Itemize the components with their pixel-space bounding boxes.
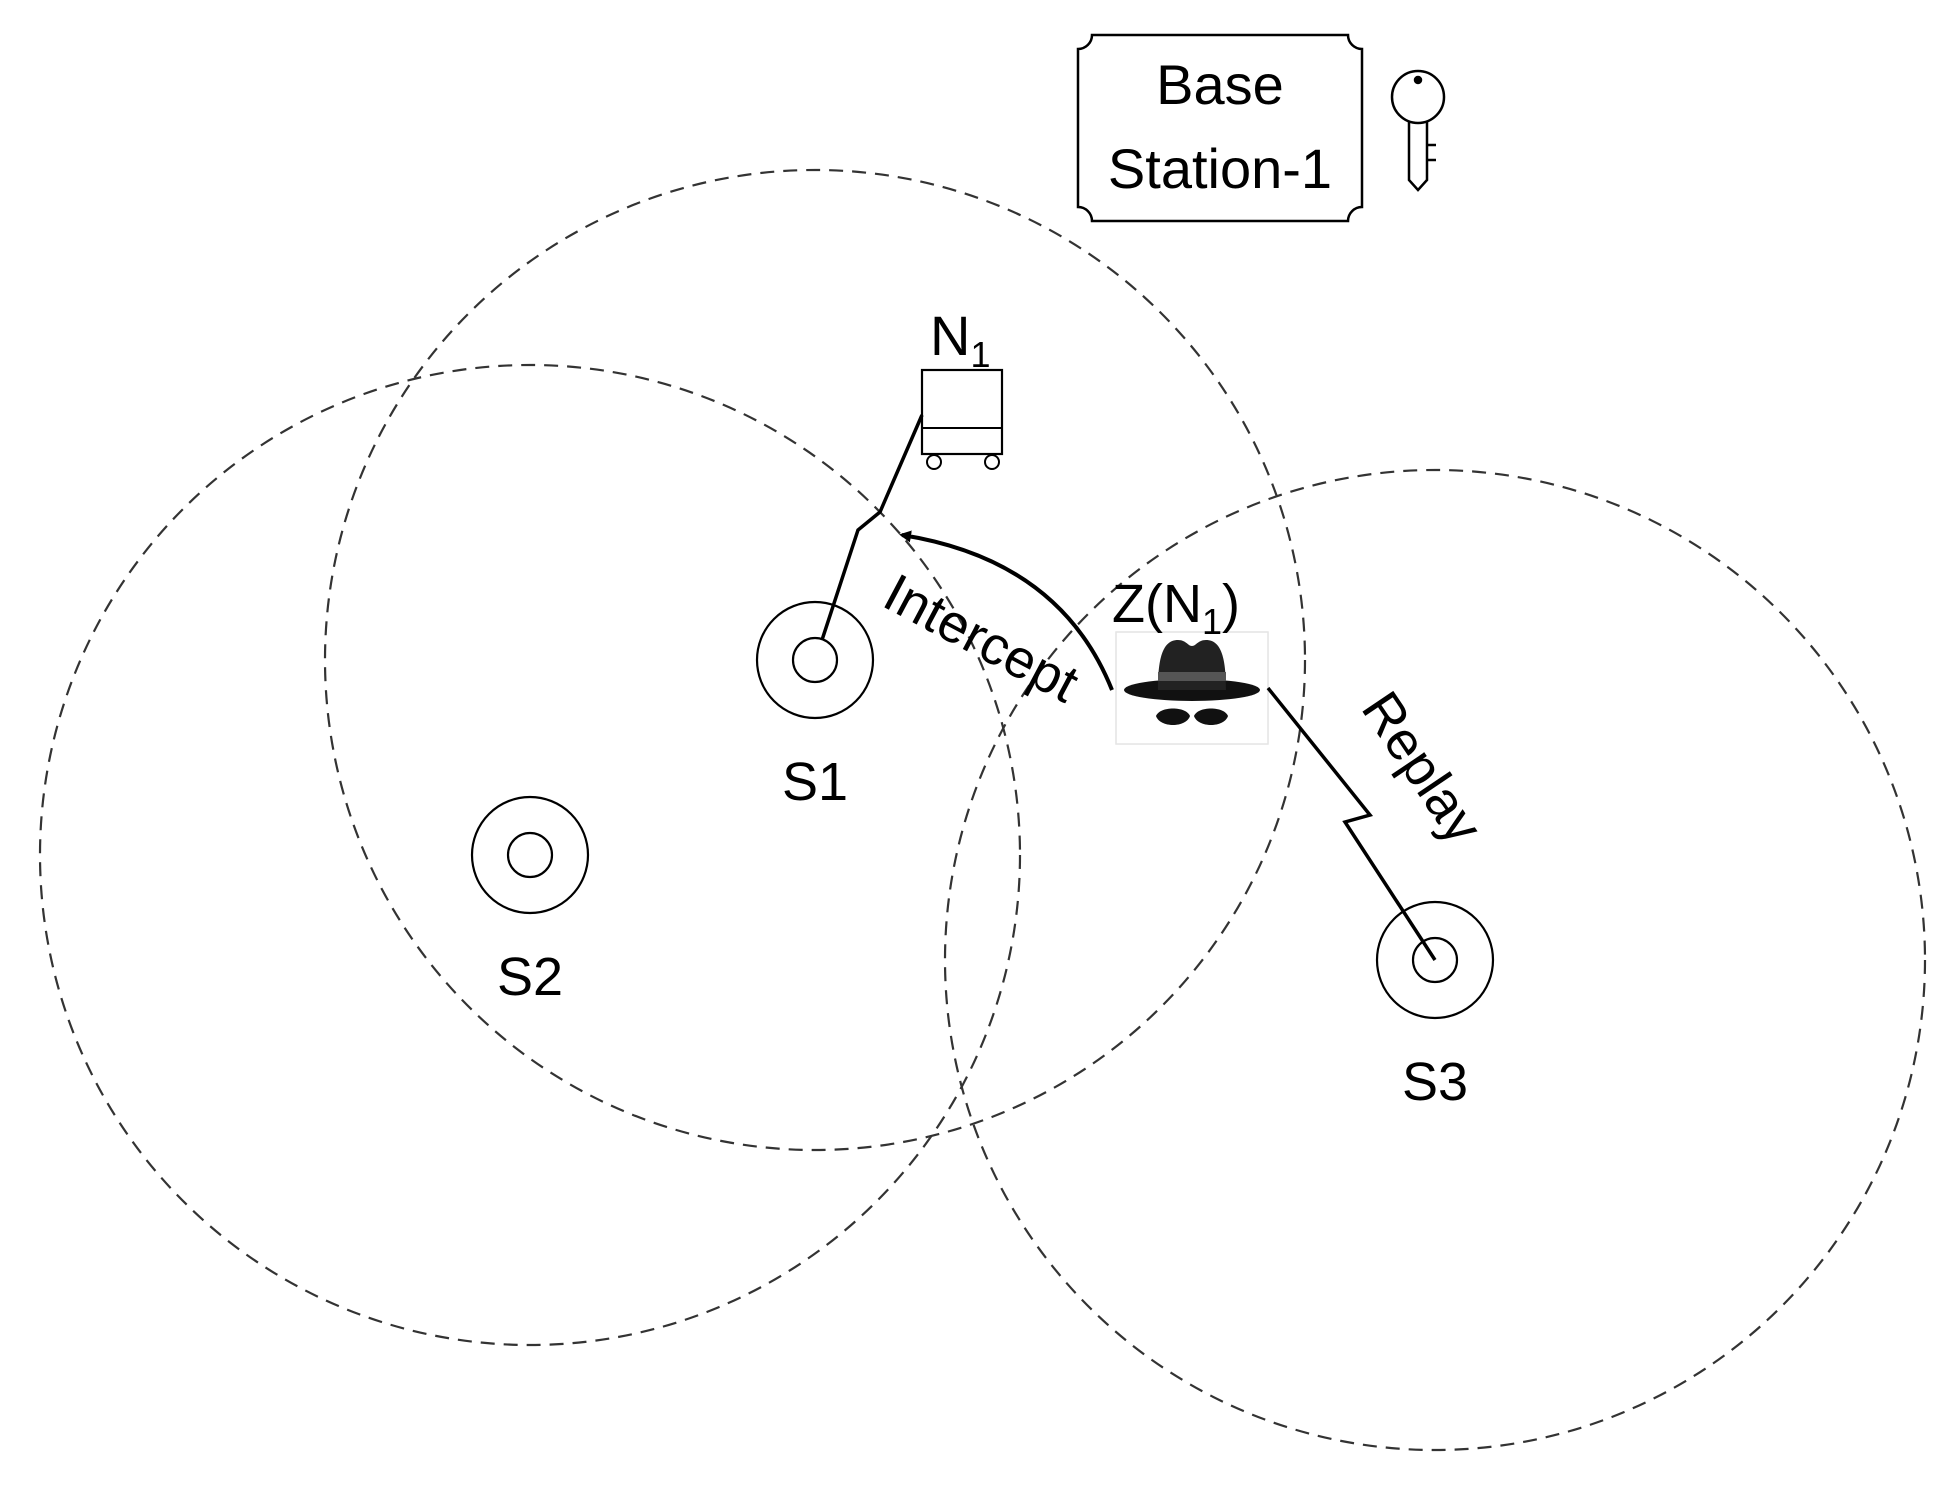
sensor-s1-label: S1: [782, 752, 848, 812]
replay-label: Replay: [1350, 681, 1494, 854]
sensor-s3: [1375, 900, 1495, 1020]
sensor-s2-label: S2: [497, 947, 563, 1007]
intercept-arrow: [899, 530, 1114, 691]
sensor-s3-label: S3: [1402, 1052, 1468, 1112]
key-icon: [1390, 69, 1446, 192]
attacker-label: Z(N1): [1112, 574, 1240, 642]
range-circle-s1: [323, 168, 1307, 1152]
node-n1-label: N1: [930, 304, 990, 375]
link-replay: [1266, 686, 1437, 961]
sensor-s2: [470, 795, 590, 915]
sensor-s1: [755, 600, 875, 720]
intercept-label: Intercept: [874, 563, 1088, 715]
spy-hat-icon: [1124, 640, 1260, 725]
base-station-line2: Station-1: [1108, 137, 1332, 200]
range-circles: [38, 168, 1927, 1452]
attacker: Z(N1): [1112, 574, 1269, 745]
base-station-box: [1076, 33, 1364, 223]
base-station-line1: Base: [1156, 53, 1284, 116]
range-circle-s3: [943, 468, 1927, 1452]
node-n1-wheel-right: [984, 454, 1000, 470]
node-n1-body: [920, 368, 1004, 456]
range-circle-s2: [38, 363, 1022, 1347]
base-station: Base Station-1: [1076, 33, 1364, 223]
node-n1-wheel-left: [926, 454, 942, 470]
link-n1-s1: [820, 414, 924, 641]
node-n1: N1: [920, 304, 1004, 470]
